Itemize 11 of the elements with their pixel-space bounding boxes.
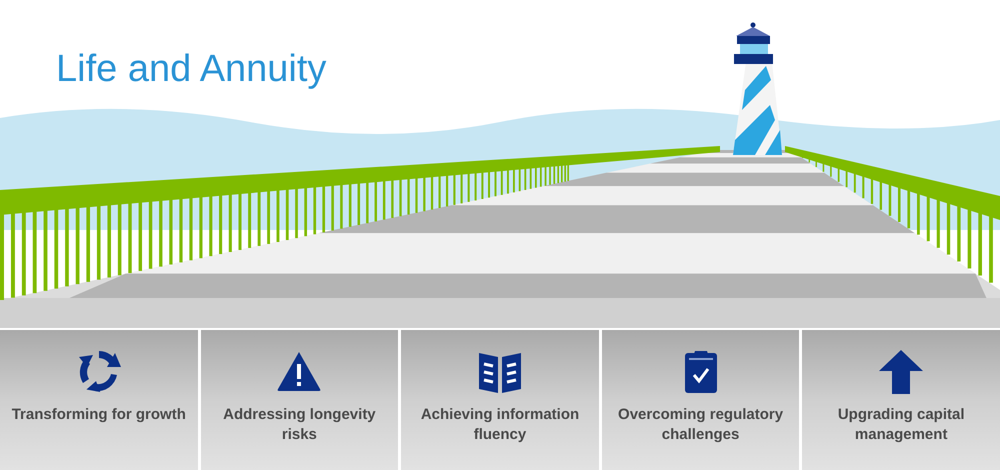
topic-panel	[802, 330, 1000, 470]
topic-panel	[0, 330, 198, 470]
topic-label: Addressing longevity risks	[222, 405, 377, 445]
topic-label: Overcoming regulatory challenges	[617, 405, 784, 445]
topic-panel	[401, 330, 599, 470]
title: Life and Annuity	[56, 50, 326, 88]
topic-panel	[200, 330, 398, 470]
topic-label: Achieving information fluency	[420, 405, 580, 445]
topic-label: Transforming for growth	[10, 405, 187, 425]
topic-panel	[602, 330, 800, 470]
topic-label: Upgrading capital management	[836, 405, 966, 445]
